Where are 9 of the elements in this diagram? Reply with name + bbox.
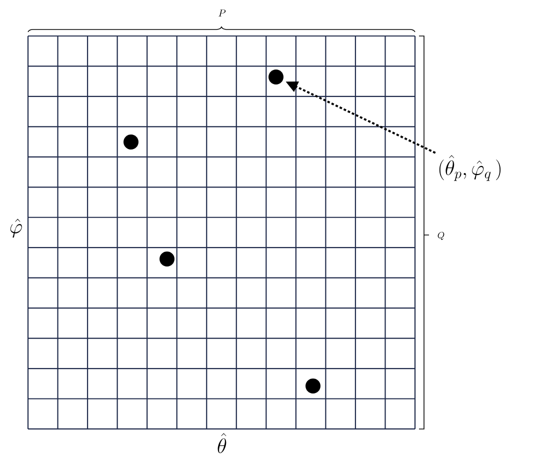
coordinate-label: $(\hat{\theta}_p, \hat{\varphi}_q\,)$ — [439, 155, 501, 181]
axis-label: $\hat{\theta}$ — [218, 433, 226, 454]
point-dot — [306, 378, 320, 394]
point-dot — [268, 70, 284, 84]
brace-label: $P$ — [218, 10, 226, 16]
bracket-label: $Q$ — [438, 232, 444, 240]
point-dot — [124, 134, 138, 150]
axis-label: $\hat{\varphi}$ — [10, 218, 22, 238]
point-dot — [160, 251, 174, 266]
